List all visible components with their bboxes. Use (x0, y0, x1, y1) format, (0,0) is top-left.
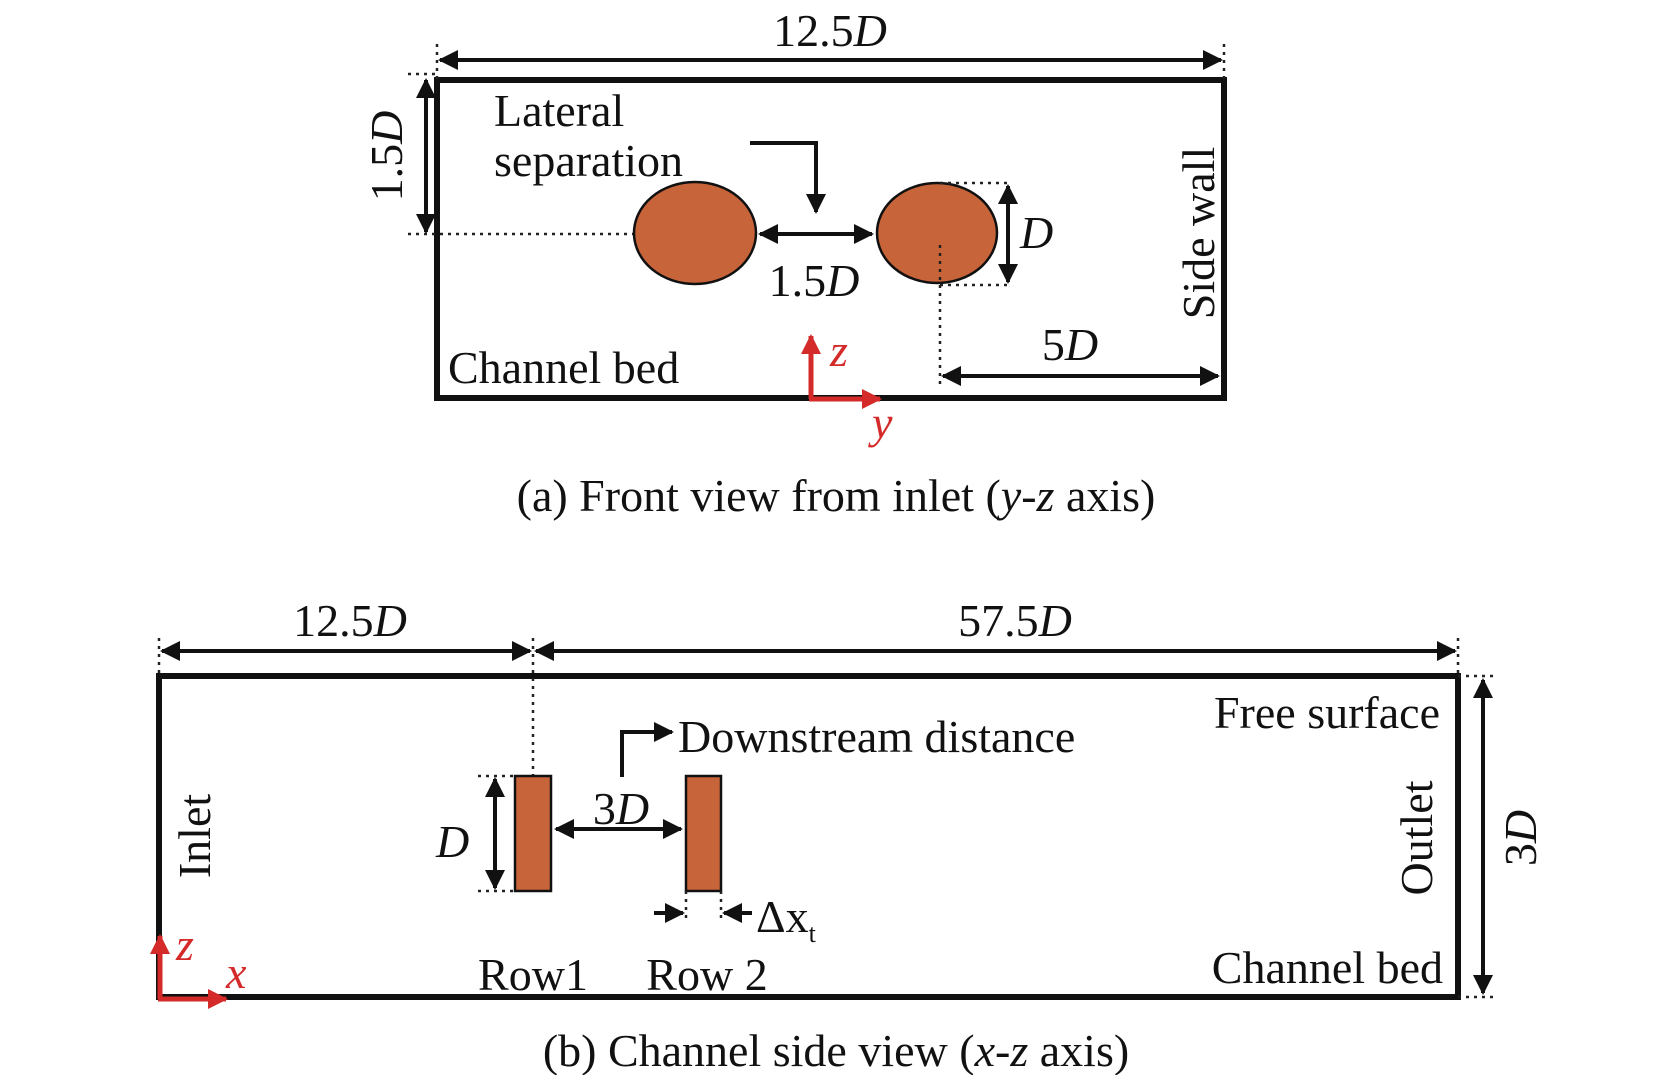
outlet-label: Outlet (1391, 780, 1442, 895)
free-surface-label: Free surface (1214, 687, 1440, 738)
front-axis-z-label: z (829, 325, 848, 376)
lateral-separation-label-line1: Lateral (494, 85, 624, 136)
side-rotor-row1 (513, 774, 553, 893)
front-view-panel: 12.5D 1.5D Lateral separation 1.5D D 5D … (361, 5, 1227, 521)
side-view-caption: (b) Channel side view (x-z axis) (543, 1025, 1129, 1075)
row1-label: Row1 (478, 949, 588, 1000)
front-width-label: 12.5D (773, 5, 887, 56)
side-upstream-label: 12.5D (293, 595, 407, 646)
side-view-panel: 12.5D 57.5D 3D D 3D Downstream distance … (150, 595, 1546, 1075)
side-wall-label: Side wall (1173, 147, 1224, 319)
front-view-caption: (a) Front view from inlet (y-z axis) (517, 470, 1156, 521)
downstream-distance-leader-arrow (620, 722, 674, 777)
front-axis-y-label: y (868, 397, 893, 448)
lateral-separation-label-line2: separation (494, 135, 683, 186)
side-channel-outline (156, 673, 1461, 1000)
row2-label: Row 2 (646, 949, 767, 1000)
front-wall-distance-label: 5D (1042, 319, 1098, 370)
side-rotor-row2 (684, 774, 723, 893)
side-downstream-label: 57.5D (958, 595, 1072, 646)
side-channel-bed-label: Channel bed (1212, 942, 1443, 993)
front-height-label: 1.5D (361, 111, 412, 202)
delta-xt-label: Δxt (756, 891, 817, 948)
side-diameter-label: D (435, 816, 469, 867)
downstream-distance-label: Downstream distance (678, 711, 1075, 762)
front-diameter-label: D (1019, 207, 1053, 258)
side-spacing-label: 3D (593, 783, 649, 834)
side-depth-label: 3D (1495, 810, 1546, 866)
front-channel-bed-label: Channel bed (448, 342, 679, 393)
side-axis-z-label: z (175, 919, 194, 970)
lateral-separation-leader-arrow (750, 141, 826, 214)
side-axis-x-label: x (225, 947, 247, 998)
inlet-label: Inlet (169, 794, 220, 879)
front-rotor-right (875, 181, 999, 285)
front-spacing-label: 1.5D (769, 255, 860, 306)
front-rotor-left (632, 180, 758, 286)
